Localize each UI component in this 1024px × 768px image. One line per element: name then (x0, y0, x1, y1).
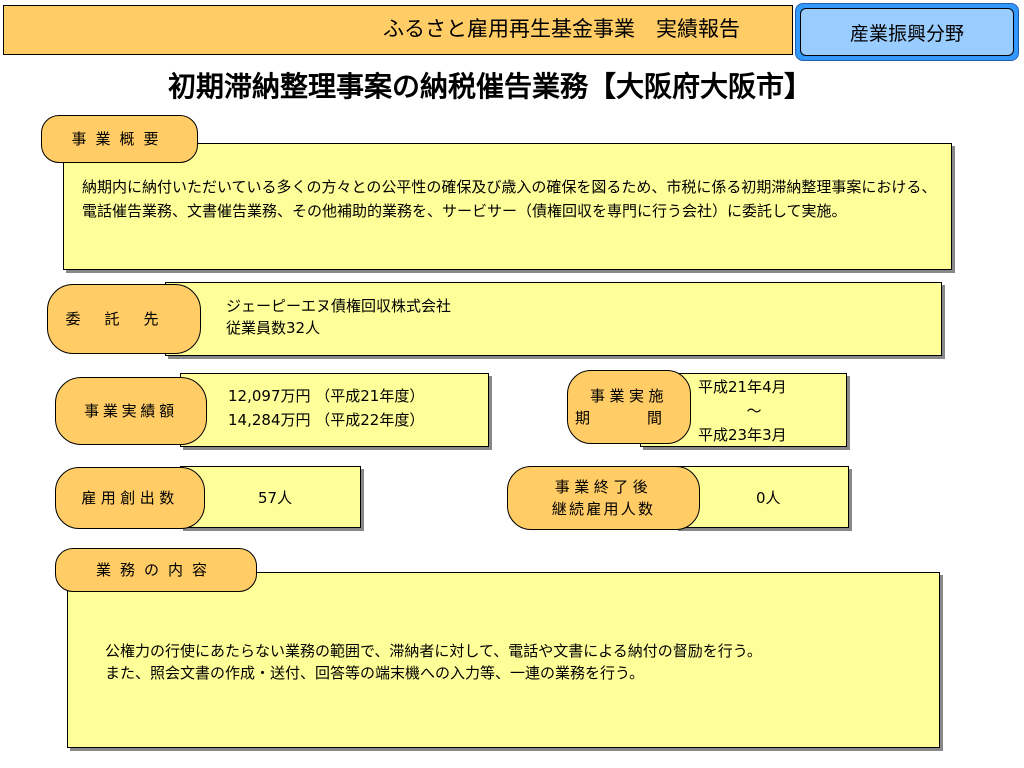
continued-box (675, 466, 849, 528)
contractor-name: ジェーピーエヌ債権回収株式会社 (226, 297, 452, 315)
overview-text: 納期内に納付いただいている多くの方々との公平性の確保及び歳入の確保を図るため、市… (82, 178, 937, 220)
period-label-line2: 期 間 (574, 409, 683, 427)
jobs-label: 雇用創出数 (55, 467, 205, 529)
page-title: 初期滞納整理事案の納税催告業務【大阪府大阪市】 (167, 70, 812, 103)
continued-label: 事業終了後 継続雇用人数 (507, 466, 700, 530)
results-label: 事業実績額 (55, 377, 207, 445)
period-end: 平成23年3月 (698, 426, 787, 444)
contractor-label: 委託先 (47, 284, 201, 354)
content-line1: 公権力の行使にあたらない業務の範囲で、滞納者に対して、電話や文書による納付の督励… (105, 642, 762, 660)
content-line2: また、照会文書の作成・送付、回答等の端末機への入力等、一連の業務を行う。 (105, 664, 645, 682)
field-label: 産業振興分野 (800, 8, 1014, 56)
period-start: 平成21年4月 (698, 378, 787, 396)
period-tilde: ～ (746, 402, 762, 420)
results-line1: 12,097万円 （平成21年度） (228, 387, 425, 405)
content-box (67, 572, 940, 748)
content-label: 業務の内容 (55, 548, 257, 592)
contractor-box (165, 282, 942, 356)
continued-value: 0人 (756, 489, 781, 507)
period-label-line1: 事業実施 (589, 387, 668, 405)
period-label: 事業実施 期 間 (567, 370, 691, 444)
header-banner-title: ふるさと雇用再生基金事業 実績報告 (383, 17, 740, 41)
continued-label-line1: 事業終了後 (554, 478, 653, 496)
header-banner (3, 5, 793, 55)
continued-label-line2: 継続雇用人数 (551, 500, 656, 518)
jobs-value: 57人 (258, 489, 293, 507)
results-line2: 14,284万円 （平成22年度） (228, 411, 425, 429)
contractor-employees: 従業員数32人 (226, 319, 321, 337)
results-box (180, 373, 489, 447)
overview-label: 事業概要 (41, 115, 198, 163)
overview-box (63, 143, 952, 270)
